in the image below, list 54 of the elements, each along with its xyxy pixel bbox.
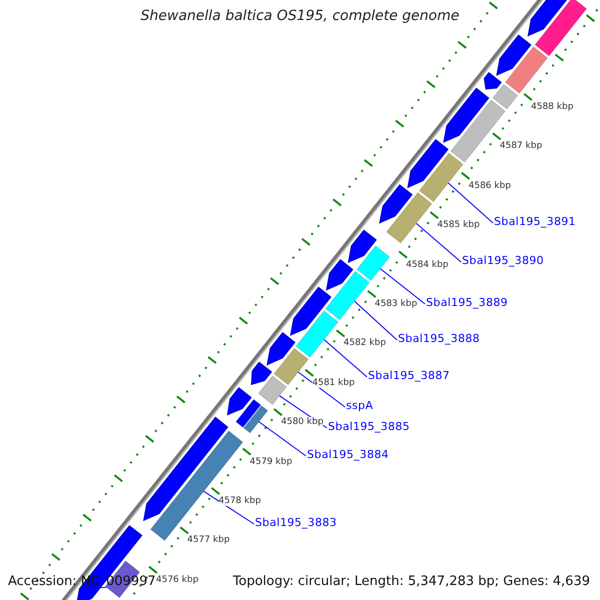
gene-bar <box>295 310 339 358</box>
scale-label: 4585 kbp <box>437 220 480 231</box>
gene-label: Sbal195_3885 <box>328 421 410 434</box>
gene-bar <box>356 245 390 281</box>
title: Shewanella baltica OS195, complete genome <box>140 8 460 24</box>
scale-label: 4581 kbp <box>312 378 355 388</box>
scale-label: 4580 kbp <box>281 417 324 428</box>
gene-bar <box>386 192 432 244</box>
scale-label: 4579 kbp <box>250 456 292 467</box>
gene-feature <box>348 230 377 263</box>
gene-label: Sbal195_3884 <box>307 449 389 462</box>
leader-line <box>416 222 462 262</box>
gene-bar <box>325 270 370 320</box>
scale-label: 4577 kbp <box>187 535 230 546</box>
scale-label: 4576 kbp <box>156 574 198 586</box>
scale-label: 4586 kbp <box>468 180 511 192</box>
gene-feature <box>226 387 252 416</box>
gene-feature <box>407 138 449 188</box>
gene-feature <box>496 34 532 76</box>
scale-label: 4584 kbp <box>406 260 448 270</box>
leader-line <box>298 372 346 408</box>
gene-label: Sbal195_3887 <box>368 370 450 383</box>
gene-feature <box>379 184 413 224</box>
gene-bar <box>492 84 518 110</box>
leader-line <box>203 490 254 524</box>
gene-bar <box>235 398 262 428</box>
gene-feature <box>290 286 332 336</box>
gene-label: Sbal195_3891 <box>494 216 576 229</box>
gene-label: sspA <box>346 400 374 413</box>
scale-label: 4587 kbp <box>500 141 542 152</box>
gene-label: Sbal195_3889 <box>426 297 508 310</box>
gene-bar <box>504 46 548 94</box>
gene-feature <box>326 259 354 291</box>
gene-bar <box>274 348 309 386</box>
gene-feature <box>443 88 490 143</box>
gene-bar <box>258 375 288 406</box>
gene-feature <box>266 332 296 366</box>
leader-line <box>448 182 494 224</box>
leader-line <box>380 268 426 304</box>
gene-label: Sbal195_3888 <box>398 333 480 346</box>
gene-bar <box>534 0 588 56</box>
gene-bar <box>243 405 268 434</box>
gene-label: Sbal195_3883 <box>255 517 337 530</box>
gene-bar <box>418 152 464 202</box>
gene-feature <box>484 72 502 90</box>
scale-label: 4582 kbp <box>344 338 386 349</box>
topology-label: Topology: circular; Length: 5,347,283 bp; Genes: 4,639 <box>232 575 590 590</box>
leader-line <box>324 339 368 378</box>
scale-label: 4583 kbp <box>374 299 418 310</box>
leader-line <box>258 421 306 456</box>
gene-label: Sbal195_3890 <box>462 255 544 268</box>
scale-label: 4578 kbp <box>218 496 261 506</box>
leader-line <box>354 300 398 340</box>
scale-label: 4588 kbp <box>531 102 574 112</box>
